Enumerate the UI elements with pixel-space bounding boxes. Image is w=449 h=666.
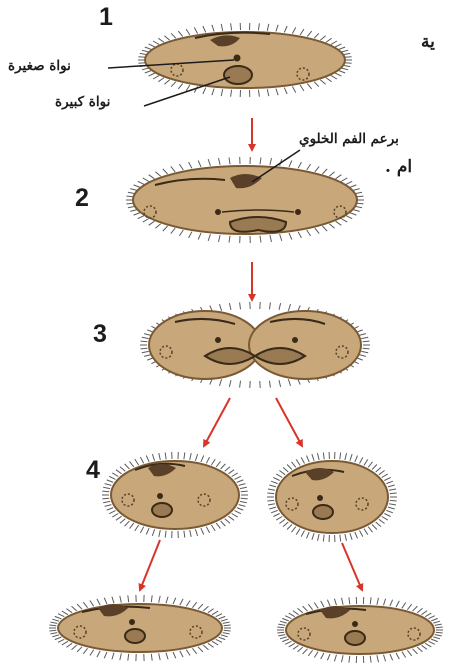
- micronucleus: [234, 55, 241, 62]
- arrow-4-to-5-left: [140, 540, 160, 590]
- stage-number-3: 3: [93, 322, 107, 347]
- label-micronucleus: نواة صغيرة: [8, 60, 71, 74]
- arrow-3-to-4-right: [276, 398, 302, 446]
- background-text-fragment-mid: ام .: [385, 159, 412, 176]
- background-text-fragment-top: ية: [421, 34, 435, 51]
- stage-number-1: 1: [99, 5, 113, 30]
- paramecium-cell-2: [126, 157, 364, 243]
- macronucleus: [224, 66, 252, 84]
- label-macronucleus: نواة كبيرة: [55, 96, 110, 110]
- paramecium-cell-4-right: [267, 452, 397, 542]
- arrow-3-to-4-left: [204, 398, 230, 446]
- paramecium-cell-1: [138, 23, 352, 97]
- label-oral-bud: برعم الفم الخلوي: [299, 133, 399, 147]
- stage-number-4: 4: [86, 458, 100, 483]
- macronucleus-dividing: [230, 217, 286, 232]
- arrow-4-to-5-right: [342, 543, 362, 590]
- stage-number-2: 2: [75, 186, 89, 211]
- paramecium-cell-5-right: [277, 597, 443, 663]
- paramecium-cell-4-left: [102, 452, 248, 538]
- paramecium-cell-5-left: [49, 595, 231, 661]
- paramecium-cell-3: [140, 302, 370, 388]
